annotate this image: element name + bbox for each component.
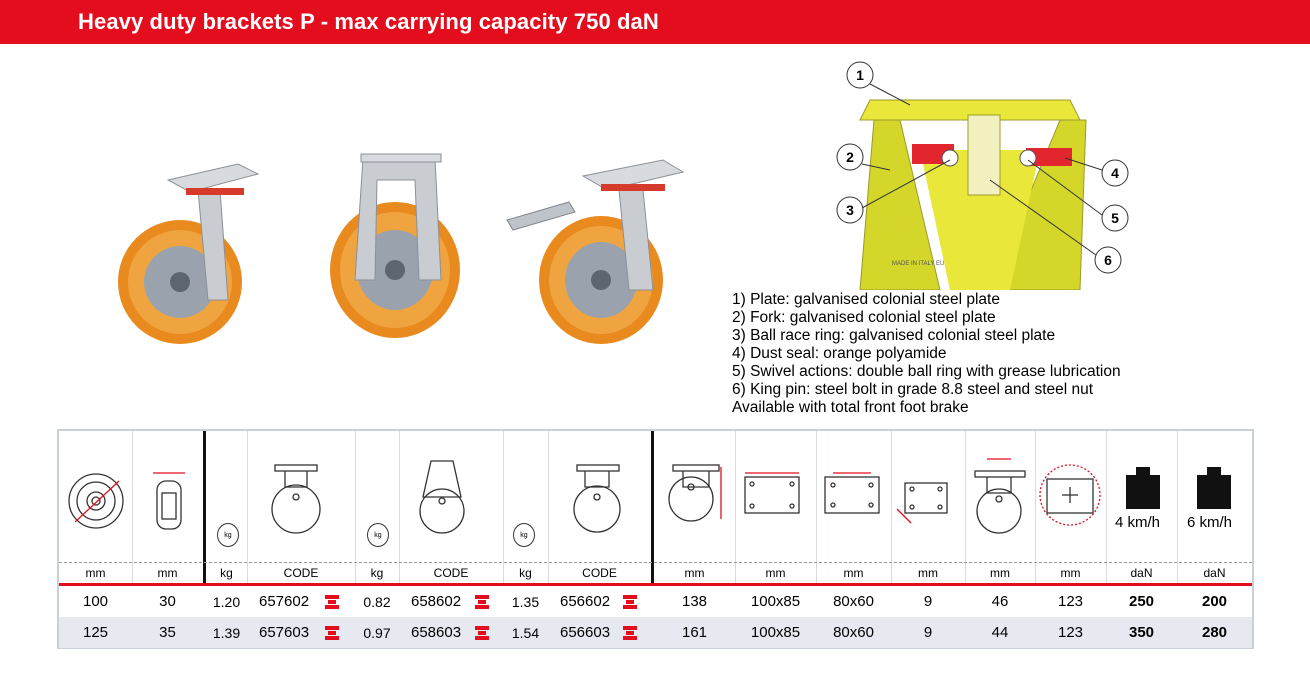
code-cell: 656602 <box>548 586 651 617</box>
unit-cell: mm <box>157 566 178 580</box>
diameter-cell: 100 <box>82 593 109 610</box>
plate-cell: 100x85 <box>750 624 801 641</box>
spec-table: kg kg kg 4 km/h 6 km/h mm mm kg CODE kg … <box>57 429 1254 649</box>
radius-cell: 123 <box>1057 593 1084 610</box>
weight-cell: 1.39 <box>212 624 241 641</box>
legend-item: 4) Dust seal: orange polyamide <box>732 345 947 362</box>
page-title: Heavy duty brackets P - max carrying cap… <box>78 9 659 34</box>
legend-note: Available with total front foot brake <box>732 399 969 416</box>
product-code: 658602 <box>411 593 462 610</box>
weight-badge-icon: kg <box>367 523 389 547</box>
width-cell: 35 <box>159 624 176 641</box>
legend-item: 5) Swivel actions: double ball ring with… <box>732 363 1121 380</box>
radius-cell: 123 <box>1057 624 1084 641</box>
code-cell: 656603 <box>548 617 651 648</box>
catalog-mark-icon <box>475 594 489 609</box>
plate-marking: MADE IN ITALY EU <box>892 261 944 267</box>
callout-4: 4 <box>1111 165 1119 181</box>
unit-cell: mm <box>918 566 938 580</box>
product-code: 656603 <box>560 624 611 641</box>
height-cell: 161 <box>681 624 708 641</box>
load-6kmh-cell: 200 <box>1201 593 1228 610</box>
callout-1: 1 <box>856 67 864 83</box>
holes-cell: 80x60 <box>833 593 874 610</box>
unit-cell: kg <box>519 566 532 580</box>
legend-item: 2) Fork: galvanised colonial steel plate <box>732 309 996 326</box>
catalog-mark-icon <box>325 625 339 640</box>
unit-cell: mm <box>843 566 864 580</box>
swivel-caster-image <box>118 163 260 344</box>
plate-cell: 100x85 <box>750 593 801 610</box>
unit-cell: daN <box>1130 566 1153 580</box>
brake-caster-image <box>506 159 685 344</box>
weight-badge-icon: kg <box>217 523 239 547</box>
unit-cell: CODE <box>582 566 617 580</box>
catalog-mark-icon <box>325 594 339 609</box>
unit-cell: mm <box>990 566 1010 580</box>
legend-item: 6) King pin: steel bolt in grade 8.8 ste… <box>732 381 1094 398</box>
code-cell: 658603 <box>399 617 503 648</box>
legend-item: 3) Ball race ring: galvanised colonial s… <box>732 327 1056 344</box>
unit-cell: kg <box>370 566 384 580</box>
callout-2: 2 <box>846 149 854 165</box>
weight-cell: 1.35 <box>511 593 540 610</box>
unit-cell: mm <box>765 566 786 580</box>
weight-badge-icon: kg <box>513 523 535 547</box>
code-cell: 658602 <box>399 586 503 617</box>
weight-cell: 1.54 <box>511 624 540 641</box>
width-cell: 30 <box>159 593 176 610</box>
unit-row: mm mm kg CODE kg CODE kg CODE mm mm mm m… <box>59 563 1252 583</box>
product-photos <box>108 150 698 350</box>
holes-cell: 80x60 <box>833 624 874 641</box>
unit-cell: daN <box>1203 566 1226 580</box>
offset-cell: 46 <box>991 593 1009 610</box>
callout-3: 3 <box>846 202 854 218</box>
cross-section-diagram: MADE IN ITALY EU 1 2 3 4 5 6 <box>836 61 1129 290</box>
unit-cell: kg <box>220 566 233 580</box>
speed-label: 6 km/h <box>1187 514 1233 531</box>
weight-cell: 0.82 <box>363 593 391 610</box>
height-cell: 138 <box>681 593 708 610</box>
fixed-caster-image <box>330 153 460 338</box>
code-cell: 657603 <box>247 617 355 648</box>
diameter-cell: 125 <box>82 624 109 641</box>
weight-cell: 1.20 <box>212 593 241 610</box>
bolt-cell: 9 <box>923 593 933 610</box>
catalog-mark-icon <box>623 594 637 609</box>
speed-label: 4 km/h <box>1115 514 1161 531</box>
load-6kmh-cell: 280 <box>1201 624 1228 641</box>
product-code: 658603 <box>411 624 462 641</box>
load-4kmh-cell: 250 <box>1128 593 1155 610</box>
callout-5: 5 <box>1111 210 1119 226</box>
unit-cell: mm <box>85 566 106 580</box>
header-banner: Heavy duty brackets P - max carrying cap… <box>0 0 1310 44</box>
callout-6: 6 <box>1104 252 1112 268</box>
dimension-icons <box>68 458 1231 534</box>
load-4kmh-cell: 350 <box>1128 624 1155 641</box>
unit-cell: CODE <box>283 566 319 580</box>
product-code: 657602 <box>259 593 310 610</box>
unit-cell: CODE <box>433 566 469 580</box>
components-legend: 1) Plate: galvanised colonial steel plat… <box>732 291 1121 417</box>
table-row: 100 30 1.20 657602 0.82 658602 1.35 6566… <box>59 586 1252 617</box>
product-code: 657603 <box>259 624 310 641</box>
bolt-cell: 9 <box>923 624 933 641</box>
legend-item: 1) Plate: galvanised colonial steel plat… <box>732 291 1000 308</box>
code-cell: 657602 <box>247 586 355 617</box>
product-code: 656602 <box>560 593 611 610</box>
weight-cell: 0.97 <box>363 624 391 641</box>
catalog-mark-icon <box>475 625 489 640</box>
unit-cell: mm <box>684 566 705 580</box>
unit-cell: mm <box>1060 566 1081 580</box>
catalog-mark-icon <box>623 625 637 640</box>
load-weight-icons <box>1126 467 1231 509</box>
table-row: 125 35 1.39 657603 0.97 658603 1.54 6566… <box>59 617 1252 648</box>
offset-cell: 44 <box>991 624 1009 641</box>
